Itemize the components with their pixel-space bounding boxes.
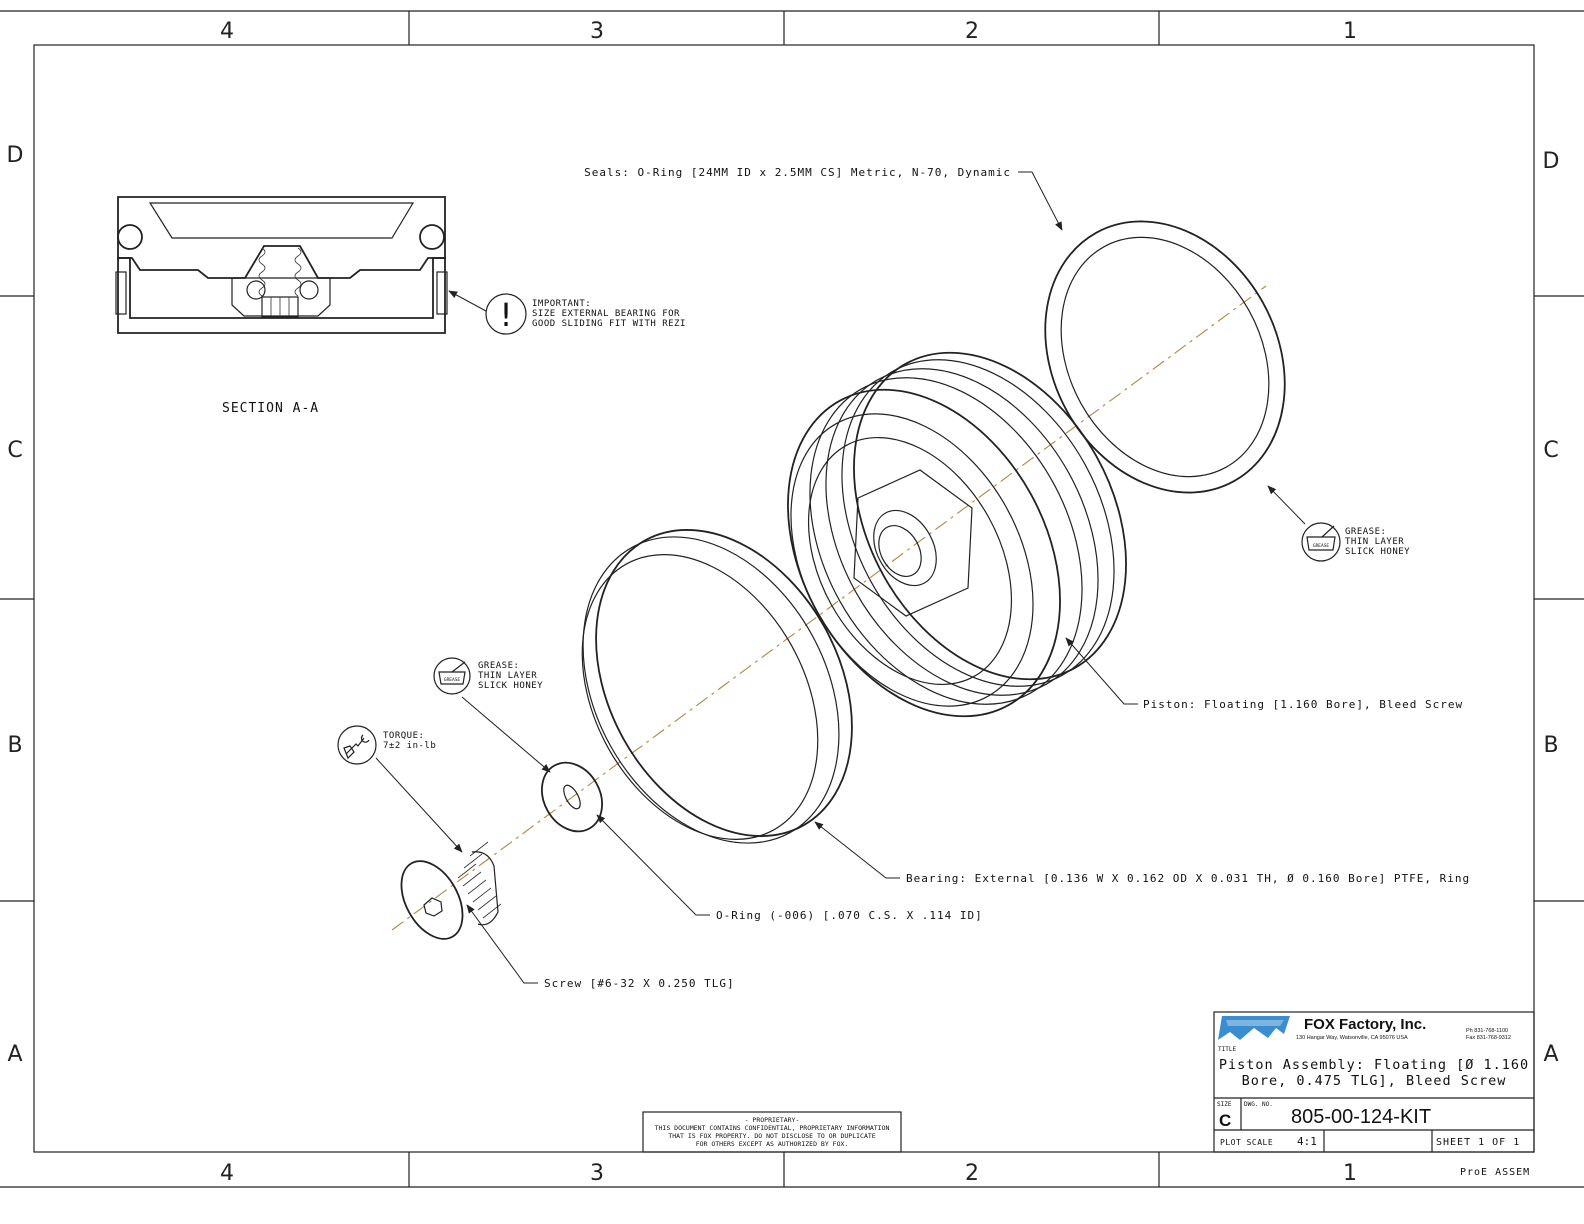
- small-o-ring: [541, 761, 603, 833]
- plot-scale-label: PLOT SCALE: [1220, 1138, 1273, 1147]
- grease-right-line-1: GREASE:: [1345, 527, 1386, 537]
- zone-col-2-bottom: 2: [965, 1161, 979, 1186]
- zone-col-3-top: 3: [590, 19, 604, 44]
- bearing-ring: [581, 529, 853, 844]
- callout-leaders: [375, 171, 1306, 984]
- proprietary-line-4: FOR OTHERS EXCEPT AS AUTHORIZED BY FOX.: [696, 1140, 849, 1148]
- size-label: SIZE: [1217, 1101, 1232, 1108]
- proe-assem-label: ProE ASSEM: [1460, 1167, 1530, 1178]
- section-a-a-view: [115, 196, 448, 334]
- grease-right-line-3: SLICK HONEY: [1345, 547, 1410, 557]
- sheet-frame: [0, 10, 1584, 1188]
- zone-row-a-left: A: [7, 1042, 22, 1067]
- company-name: FOX Factory, Inc.: [1304, 1016, 1426, 1033]
- size-value: C: [1219, 1111, 1231, 1130]
- grease-left-line-3: SLICK HONEY: [478, 681, 543, 691]
- dwg-no-label: DWG. NO.: [1244, 1101, 1273, 1108]
- zone-row-b-left: B: [7, 733, 22, 758]
- svg-text:GREASE: GREASE: [444, 677, 461, 683]
- seal-o-ring: [1044, 220, 1286, 494]
- grease-right-line-2: THIN LAYER: [1345, 537, 1404, 547]
- piston: [787, 351, 1127, 718]
- seals-callout: Seals: O-Ring [24MM ID x 2.5MM CS] Metri…: [584, 166, 1011, 179]
- zone-row-a-right: A: [1543, 1042, 1558, 1067]
- title-label: TITLE: [1218, 1046, 1236, 1053]
- oring-callout: O-Ring (-006) [.070 C.S. X .114 ID]: [716, 909, 983, 922]
- screw: [400, 841, 502, 940]
- zone-row-d-right: D: [1543, 149, 1560, 174]
- important-title: IMPORTANT:: [532, 299, 591, 309]
- zone-col-2-top: 2: [965, 19, 979, 44]
- proprietary-box: [642, 1111, 902, 1153]
- grease-left-line-2: THIN LAYER: [478, 671, 537, 681]
- dwg-no-value: 805-00-124-KIT: [1291, 1106, 1431, 1128]
- zone-row-b-right: B: [1543, 733, 1558, 758]
- sheet-number: SHEET 1 OF 1: [1436, 1137, 1520, 1148]
- title-block: [1213, 1011, 1535, 1153]
- title-line-2: Bore, 0.475 TLG], Bleed Screw: [1242, 1073, 1507, 1089]
- zone-row-d-left: D: [7, 143, 24, 168]
- screw-callout: Screw [#6-32 X 0.250 TLG]: [544, 977, 735, 990]
- bearing-callout: Bearing: External [0.136 W X 0.162 OD X …: [906, 872, 1470, 885]
- torque-line-2: 7±2 in-lb: [383, 741, 436, 751]
- center-axis: [391, 285, 1267, 931]
- zone-col-1-bottom: 1: [1343, 1161, 1357, 1186]
- piston-callout: Piston: Floating [1.160 Bore], Bleed Scr…: [1143, 698, 1463, 711]
- company-fax: Fax 831-768-9312: [1466, 1035, 1511, 1041]
- important-note: !: [448, 290, 527, 335]
- torque-line-1: TORQUE:: [383, 731, 424, 741]
- zone-col-3-bottom: 3: [590, 1161, 604, 1186]
- proprietary-line-1: - PROPRIETARY-: [745, 1116, 800, 1124]
- zone-col-4-bottom: 4: [220, 1161, 234, 1186]
- company-address: 130 Hangar Way, Watsonville, CA 95076 US…: [1296, 1035, 1408, 1041]
- proprietary-line-2: THIS DOCUMENT CONTAINS CONFIDENTIAL, PRO…: [655, 1124, 890, 1132]
- grease-icon: GREASE: [1301, 522, 1341, 562]
- section-title: SECTION A-A: [222, 401, 319, 416]
- fox-logo: [1218, 1016, 1290, 1040]
- title-line-1: Piston Assembly: Floating [Ø 1.160: [1219, 1057, 1529, 1073]
- important-line-1: SIZE EXTERNAL BEARING FOR: [532, 309, 680, 319]
- important-line-2: GOOD SLIDING FIT WITH REZI: [532, 319, 686, 329]
- warning-icon: [485, 293, 527, 335]
- zone-row-c-left: C: [7, 438, 22, 463]
- grease-icon: GREASE: [433, 657, 471, 695]
- svg-text:GREASE: GREASE: [1313, 543, 1330, 549]
- zone-col-1-top: 1: [1343, 19, 1357, 44]
- zone-col-4-top: 4: [220, 19, 234, 44]
- grease-left-line-1: GREASE:: [478, 661, 519, 671]
- svg-text:!: !: [496, 296, 515, 334]
- zone-row-c-right: C: [1543, 438, 1558, 463]
- plot-scale-value: 4:1: [1297, 1135, 1317, 1148]
- proprietary-line-3: THAT IS FOX PROPERTY. DO NOT DISCLOSE TO…: [668, 1132, 875, 1140]
- company-phone: Ph 831-768-1100: [1466, 1028, 1508, 1034]
- wrench-icon: [337, 725, 377, 765]
